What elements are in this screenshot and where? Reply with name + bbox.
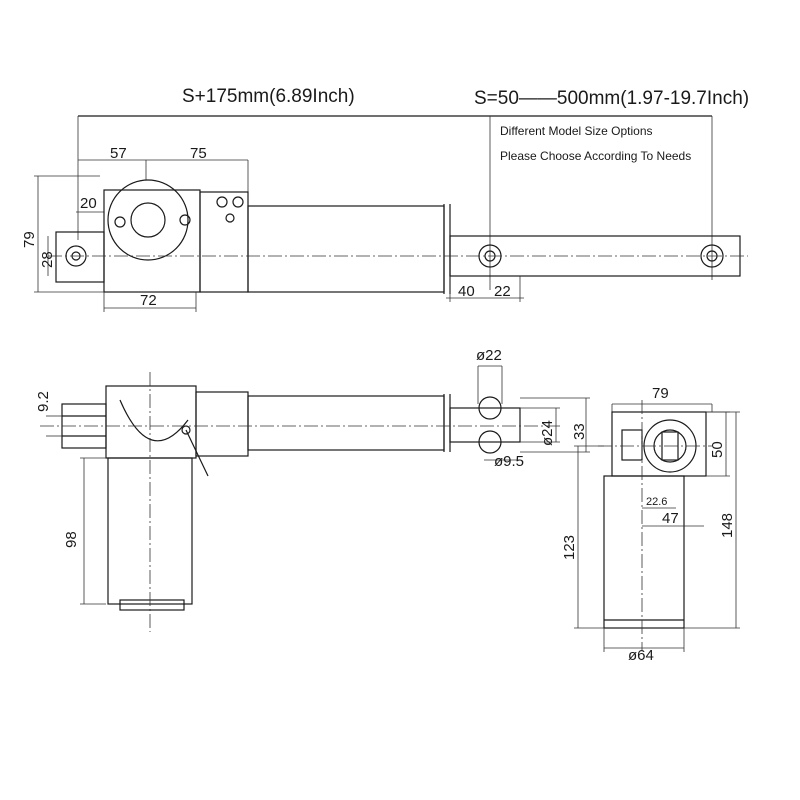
dim-123: 123 [561,535,578,560]
note-line-2: Please Choose According To Needs [500,149,691,163]
dim-79-left: 79 [21,231,38,248]
dim-phi24: ø24 [539,420,556,446]
overall-dimension-line [77,115,713,290]
dim-20: 20 [80,195,97,212]
dim-9-2: 9.2 [35,391,52,412]
dim-72: 72 [140,292,157,309]
dim-33: 33 [571,423,588,440]
dim-40: 40 [458,283,475,300]
dim-47: 47 [662,510,679,527]
side-view: 9.2 98 ø22 ø24 [35,347,590,632]
top-view: 57 75 20 79 [21,145,748,312]
stroke-range-label: S=50——500mm(1.97-19.7Inch) [474,88,749,109]
note-line-1: Different Model Size Options [500,124,653,138]
dim-79-right: 79 [652,385,669,402]
dim-50: 50 [709,441,726,458]
dim-98: 98 [63,531,80,548]
dim-57: 57 [110,145,127,162]
dim-phi64: ø64 [628,647,654,664]
total-length-label: S+175mm(6.89Inch) [182,86,355,107]
dim-75: 75 [190,145,207,162]
dim-148: 148 [719,513,736,538]
dim-22-6: 22.6 [646,496,667,508]
dim-28: 28 [39,251,56,268]
end-view: 79 50 22.6 47 123 148 [561,385,740,664]
dim-phi22: ø22 [476,347,502,364]
dim-phi9-5: ø9.5 [494,453,524,470]
dim-22: 22 [494,283,511,300]
